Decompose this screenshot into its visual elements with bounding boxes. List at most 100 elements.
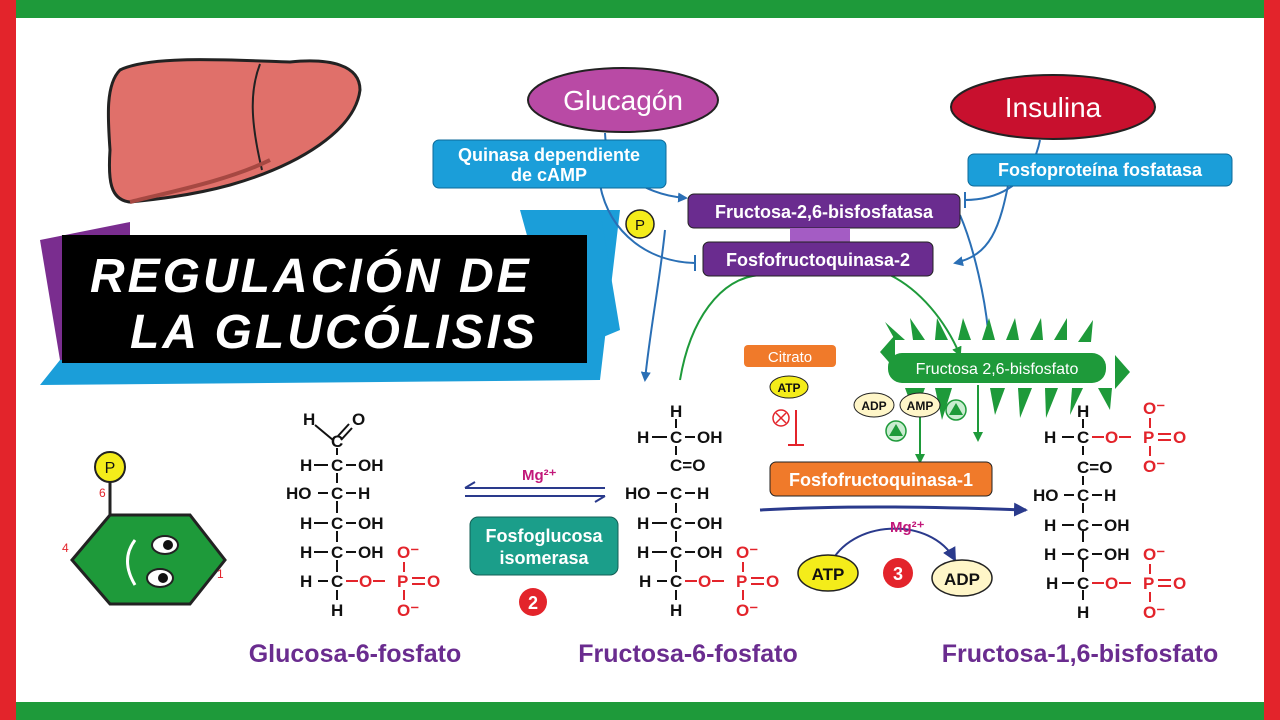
- fructose-6-phosphate-structure: [652, 419, 695, 600]
- g6p-o-right: O: [427, 572, 440, 591]
- fructose-1-6-bisphosphate-structure: [1062, 419, 1102, 600]
- citrato-label: Citrato: [768, 349, 812, 366]
- inhibition-bar: [788, 410, 804, 446]
- fosfoproteina-box: [967, 153, 1233, 187]
- green-regulation-arrows: [679, 274, 983, 464]
- g6p-oh2: OH: [358, 456, 384, 475]
- f6p-h4: H: [637, 514, 649, 533]
- adp-activator-label: ADP: [861, 399, 886, 413]
- f26bp-label: Fructosa 2,6-bisfosfato: [916, 361, 1079, 378]
- f6p-oh5: OH: [697, 543, 723, 562]
- g6p-o-aldehyde: O: [352, 410, 365, 429]
- f16bp-c6: C: [1077, 574, 1089, 593]
- pfk1-label: Fosfofructoquinasa-1: [789, 470, 973, 490]
- f16bp-c1: C: [1077, 428, 1089, 447]
- g6p-h4: H: [300, 514, 312, 533]
- g6p-c5: C: [331, 543, 343, 562]
- f6p-o-top: O⁻: [736, 543, 758, 562]
- f6p-phosphate-group: [685, 562, 764, 600]
- glucagon-ellipse: [527, 67, 719, 133]
- f6p-c1: C: [670, 428, 682, 447]
- f16bp-h4: H: [1044, 516, 1056, 535]
- f16bp-c3: C: [1077, 486, 1089, 505]
- isomerasa-line1: Fosfoglucosa: [485, 526, 603, 546]
- f16bp-p1-o-top: O⁻: [1143, 399, 1165, 418]
- activation-icon: [885, 399, 967, 442]
- f16bp-h-top: H: [1077, 402, 1089, 421]
- insulina-ellipse: [950, 74, 1156, 140]
- f16bp-name: Fructosa-1,6-bisfosfato: [942, 640, 1218, 668]
- f16bp-h3: H: [1104, 486, 1116, 505]
- hexagon-c4-label: 4: [62, 541, 69, 555]
- f26bp-burst: [880, 318, 1130, 420]
- fbpase2-label: Fructosa-2,6-bisfosfatasa: [715, 202, 934, 222]
- hexagon-phosphate-circle: [94, 451, 126, 483]
- f6p-h6: H: [639, 572, 651, 591]
- g6p-o-top: O⁻: [397, 543, 419, 562]
- g6p-oh5: OH: [358, 543, 384, 562]
- f16bp-p1: P: [1143, 428, 1154, 447]
- step3-badge: [883, 558, 913, 588]
- title-banner: [40, 210, 620, 385]
- adp-activator-ellipse: [853, 392, 895, 418]
- hexagon-c1-label: 1: [217, 567, 224, 581]
- g6p-h5: H: [300, 543, 312, 562]
- f6p-o-ester: O: [698, 572, 711, 591]
- hexagon-mascot: [70, 482, 227, 606]
- f6p-h5: H: [637, 543, 649, 562]
- frame-right-border: [1264, 0, 1280, 720]
- f16bp-h-bottom: H: [1077, 603, 1089, 622]
- phospho-label: P: [635, 217, 645, 234]
- mg-isomerase-label: Mg²⁺: [522, 467, 557, 484]
- atp-adp-arrow: [829, 527, 956, 566]
- atp-inhibitor-ellipse: [769, 375, 809, 399]
- f16bp-c5: C: [1077, 545, 1089, 564]
- f6p-c3: C: [670, 484, 682, 503]
- step2-badge: [519, 588, 547, 616]
- adp-product-label: ADP: [944, 570, 980, 589]
- f16bp-h6: H: [1046, 574, 1058, 593]
- f16bp-ho3: HO: [1033, 486, 1059, 505]
- pfk1-box: [769, 461, 993, 497]
- pfk2-box: [702, 241, 934, 277]
- g6p-phosphate-group: [346, 562, 425, 600]
- f16bp-p1-o-right: O: [1173, 428, 1186, 447]
- pfk2-label: Fosfofructoquinasa-2: [726, 250, 910, 270]
- adp-product-ellipse: [931, 559, 993, 597]
- title-line2: LA GLUCÓLISIS: [130, 305, 538, 359]
- g6p-h-top: H: [303, 410, 315, 429]
- frame-bottom-border: [0, 702, 1280, 720]
- g6p-p: P: [397, 572, 408, 591]
- insulina-label: Insulina: [1005, 92, 1102, 123]
- f6p-h1: H: [637, 428, 649, 447]
- f6p-c4: C: [670, 514, 682, 533]
- f16bp-ceqo: C=O: [1077, 458, 1112, 477]
- inhibition-icon: [772, 409, 790, 427]
- title-line1: REGULACIÓN DE: [90, 249, 532, 303]
- f6p-h-top: H: [670, 402, 682, 421]
- g6p-ho3: HO: [286, 484, 312, 503]
- pka-line1: Quinasa dependiente: [458, 145, 640, 165]
- frame-left-border: [0, 0, 16, 720]
- f6p-oh4: OH: [697, 514, 723, 533]
- f16bp-phosphate-1: [1092, 418, 1171, 456]
- atp-substrate-label: ATP: [812, 565, 845, 584]
- f16bp-oh4: OH: [1104, 516, 1130, 535]
- f6p-oh1: OH: [697, 428, 723, 447]
- fosfoproteina-label: Fosfoproteína fosfatasa: [998, 160, 1203, 180]
- f16bp-p6-o-bottom: O⁻: [1143, 603, 1165, 622]
- step2-label: 2: [528, 593, 538, 613]
- g6p-oh4: OH: [358, 514, 384, 533]
- frame-top-border: [0, 0, 1280, 18]
- hexagon-phosphate-label: P: [105, 460, 116, 477]
- g6p-h3: H: [358, 484, 370, 503]
- f16bp-h1: H: [1044, 428, 1056, 447]
- pka-line2: de cAMP: [511, 165, 587, 185]
- f16bp-p6-o-right: O: [1173, 574, 1186, 593]
- pfk1-reaction-arrow: [759, 502, 1028, 517]
- atp-inhibitor-label: ATP: [777, 381, 800, 395]
- g6p-name: Glucosa-6-fosfato: [249, 640, 462, 668]
- f16bp-phosphate-6: [1092, 564, 1171, 602]
- f26bp-box: [888, 353, 1106, 383]
